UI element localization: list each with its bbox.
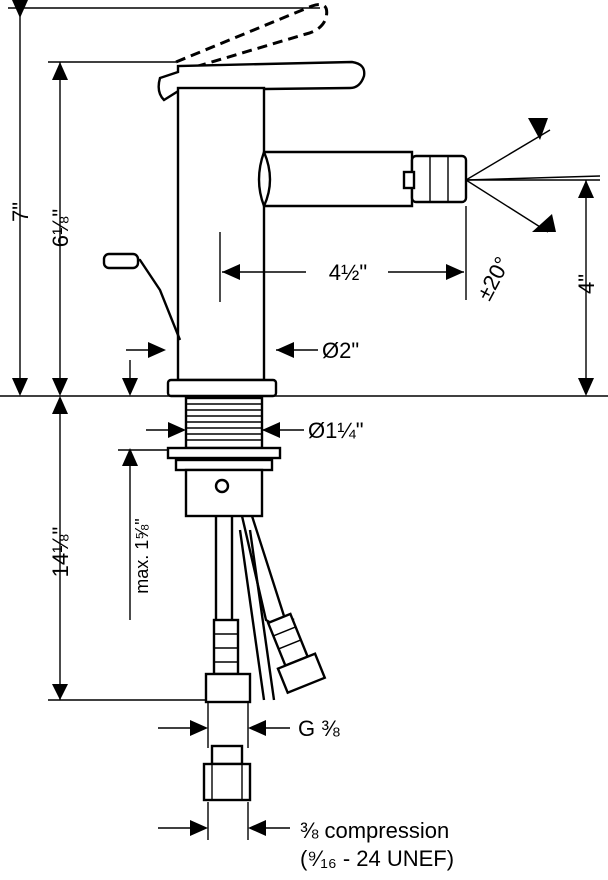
popup-knob <box>102 252 140 270</box>
spout <box>257 150 414 208</box>
dim-below-deck-label: 14⅛" <box>48 527 73 578</box>
dim-shank-diameter-label: Ø1¼" <box>308 418 364 443</box>
spout-joint <box>262 151 272 207</box>
base-ring <box>166 378 278 398</box>
hose-nut-right <box>276 652 327 695</box>
dim-spray-angle-label: ±20° <box>472 253 515 305</box>
faucet-body <box>102 3 468 398</box>
handle-open-position <box>175 3 329 74</box>
faucet-column <box>176 86 266 382</box>
hose-right-b <box>250 515 295 622</box>
lower-body <box>184 468 264 518</box>
shank-threads <box>186 403 262 441</box>
dimension-lines <box>8 0 601 840</box>
lever-handle <box>157 60 366 102</box>
dim-reach-label: 4½" <box>329 260 367 285</box>
dim-spout-height-label: 6⅛" <box>48 209 73 247</box>
under-deck-assembly <box>166 396 327 802</box>
mounting-nut <box>174 458 274 472</box>
dim-max-deck-label: max. 1⅝" <box>132 518 152 593</box>
mounting-screw <box>214 478 230 494</box>
dim-compression-thread-label: (⁹⁄₁₆ - 24 UNEF) <box>300 846 454 871</box>
aerator-knob <box>402 170 416 190</box>
dim-connection-thread-label: G ⅜ <box>298 716 340 741</box>
dim-total-height-label: 7" <box>8 202 33 222</box>
aerator-head <box>410 154 468 204</box>
compression-fitting <box>202 744 252 802</box>
hose-right-a <box>240 515 277 628</box>
dim-body-diameter-label: Ø2" <box>322 338 359 363</box>
mounting-washer <box>166 446 282 460</box>
dim-compression-size-label: ⅜ compression <box>300 818 449 843</box>
hose-fitting-right <box>266 612 327 695</box>
dim-aerator-height-label: 4" <box>574 274 599 294</box>
popup-rod <box>105 256 182 341</box>
hose-nut-left <box>204 672 252 704</box>
popup-rod-lower <box>238 529 266 701</box>
hose-fitting-left <box>212 618 240 676</box>
